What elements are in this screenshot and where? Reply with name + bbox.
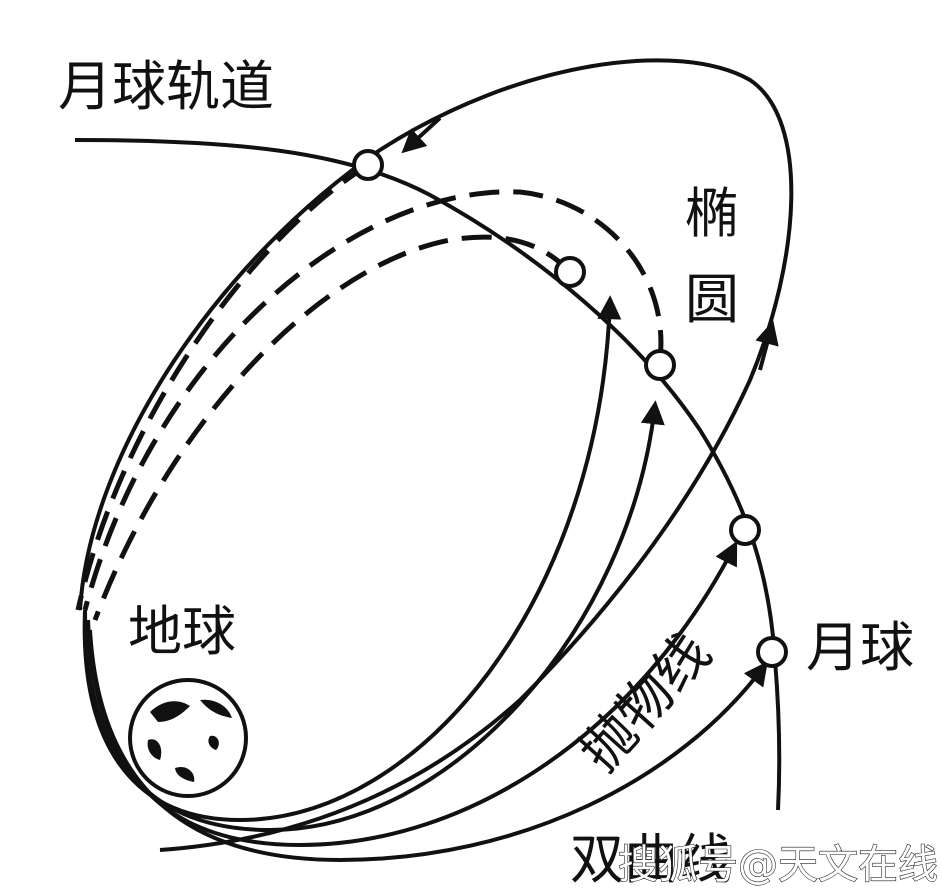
trajectory-1 (82, 295, 622, 823)
moon-position-1 (352, 149, 384, 181)
earth-icon (128, 678, 248, 798)
ellipse-label-char-1: 椭 (685, 182, 739, 245)
ellipse-arrow-right (755, 320, 779, 371)
moon-position-5 (756, 636, 788, 668)
hyperbola-label: 双曲线 (570, 828, 732, 891)
moon-position-2 (554, 256, 586, 288)
ellipse-arrow-upper (401, 116, 442, 154)
watermark-text: 搜狐号@天文在线 (618, 842, 938, 888)
trajectory-2 (83, 400, 665, 833)
dashed-path-1 (75, 162, 370, 611)
moon-position-4 (729, 514, 761, 546)
dashed-path-2 (82, 189, 664, 611)
lunar-orbit-label: 月球轨道 (58, 55, 274, 118)
ellipse-label-char-2: 圆 (685, 268, 739, 331)
dashed-path-3 (92, 234, 572, 621)
moon-label: 月球 (806, 616, 914, 679)
ellipse-orbit-curve (78, 58, 794, 852)
parabola-label: 抛物线 (568, 621, 723, 784)
earth-label: 地球 (128, 600, 236, 663)
trajectory-4 (88, 629, 768, 863)
moon-position-3 (644, 349, 676, 381)
